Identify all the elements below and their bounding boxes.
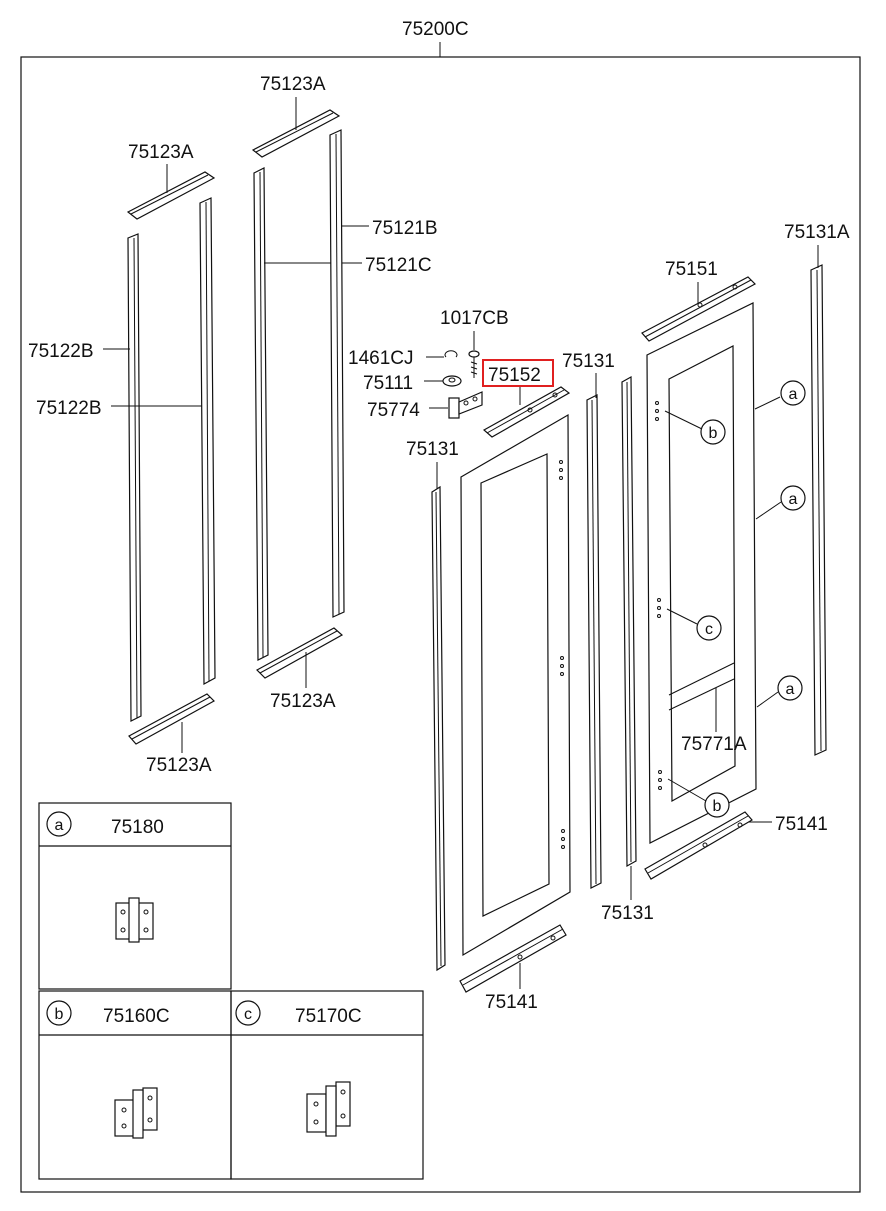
post-75131-lower[interactable] [621,375,637,868]
svg-text:b: b [709,425,718,442]
label-75131A: 75131A [784,222,850,243]
rail-75123A-top[interactable] [251,109,341,158]
svg-text:b: b [55,1006,64,1023]
legend-key-a: a [46,811,72,837]
svg-text:c: c [244,1006,252,1023]
legend-table [38,802,424,1180]
legend-code-a: 75180 [111,817,164,838]
door-left[interactable] [460,413,571,957]
legend-code-c: 75170C [295,1006,362,1027]
washer-75111[interactable] [442,375,462,387]
svg-text:c: c [705,621,713,638]
hinge-holes-right-bottom [658,770,662,790]
callout-b-top: b [700,419,726,445]
label-75151: 75151 [665,259,718,280]
label-75141-bottom: 75141 [485,992,538,1013]
rail-75123A-left-top[interactable] [126,171,216,220]
label-75123A-bottom-right: 75123A [270,691,336,712]
legend-key-c: c [235,1000,261,1026]
highlight-box-75152 [482,359,554,387]
pivot-75774[interactable] [448,391,483,419]
rail-75151[interactable] [641,276,756,342]
hinge-icon-a [115,897,154,943]
leader-callout-b-bottom [667,778,707,802]
leader-callout-c [666,608,698,625]
label-75152: 75152 [488,365,541,386]
legend-key-b: b [46,1000,72,1026]
hinge-holes-left-bottom [561,829,565,849]
label-75122B-outer: 75122B [28,341,94,362]
svg-text:a: a [786,681,795,698]
post-75131-mid[interactable] [586,394,602,889]
post-75131A[interactable] [810,264,827,756]
rail-75123A-bottom-right[interactable] [256,627,344,679]
bar-75121B[interactable] [329,129,345,618]
leader-callout-a-1 [754,396,781,410]
hinge-icon-c [306,1081,351,1137]
label-75121B: 75121B [372,218,438,239]
label-75131-mid: 75131 [562,351,615,372]
leader-callout-a-2 [755,501,782,520]
clip-1461CJ[interactable] [444,350,458,358]
rail-75123A-bottom-left[interactable] [128,693,215,745]
callout-c: c [696,615,722,641]
callout-a-1: a [780,380,806,406]
assembly-code: 75200C [402,19,469,40]
hinge-icon-b [114,1087,158,1139]
label-1017CB: 1017CB [440,308,509,329]
legend-code-b: 75160C [103,1006,170,1027]
callout-a-2: a [780,485,806,511]
svg-text:a: a [789,386,798,403]
callout-a-3: a [777,675,803,701]
bar-75121C[interactable] [253,167,269,661]
label-75131-lower: 75131 [601,903,654,924]
leader-callout-a-3 [756,691,779,708]
assembly-frame [20,56,861,1193]
leader-callout-b-top [664,410,703,430]
svg-text:b: b [713,798,722,815]
svg-text:a: a [55,817,64,834]
post-75131-left[interactable] [431,485,446,972]
rail-75141-bottom[interactable] [459,924,567,993]
label-75123A-left-top: 75123A [128,142,194,163]
label-75774: 75774 [367,400,420,421]
label-75121C: 75121C [365,255,432,276]
bracket-75152[interactable] [482,386,571,438]
label-75123A-top: 75123A [260,74,326,95]
bar-75122B-inner[interactable] [199,197,216,686]
rail-75141-right[interactable] [644,811,753,880]
svg-text:a: a [789,491,798,508]
legend-cell-b[interactable]: b 75160C [46,1000,170,1139]
hinge-holes-left-top [559,460,563,480]
label-75771A: 75771A [681,734,747,755]
legend-cell-a[interactable]: a 75180 [46,811,164,943]
label-75123A-bottom-left: 75123A [146,755,212,776]
bar-75122B-outer[interactable] [127,233,142,722]
label-75141-right: 75141 [775,814,828,835]
screw-1017CB[interactable] [468,350,480,378]
callout-b-bottom: b [704,792,730,818]
label-75131-left: 75131 [406,439,459,460]
label-1461CJ: 1461CJ [348,348,414,369]
hinge-holes-left-mid [560,656,564,676]
hinge-holes-right-top [655,401,659,421]
hinge-holes-right-mid [657,598,661,618]
legend-cell-c[interactable]: c 75170C [235,1000,362,1137]
label-75111: 75111 [363,373,413,394]
label-75122B-inner: 75122B [36,398,102,419]
door-right[interactable] [646,302,757,844]
